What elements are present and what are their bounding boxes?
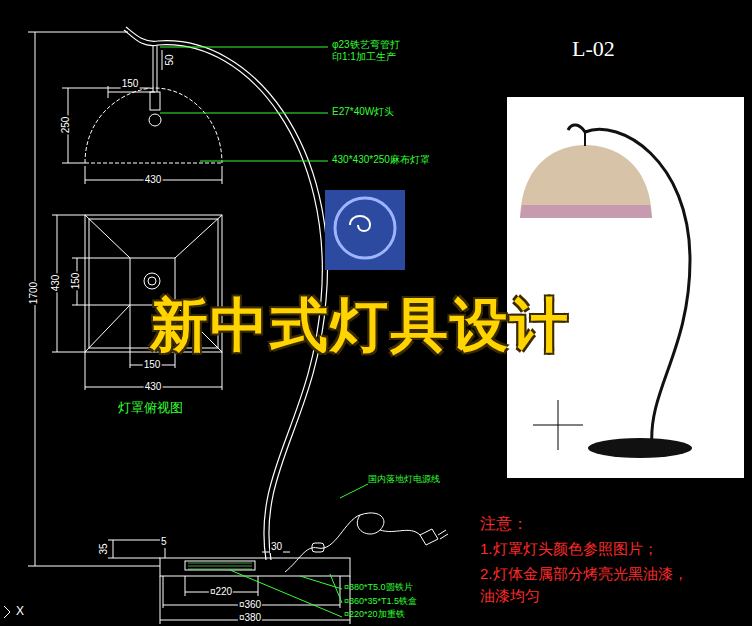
watermark: 新中式灯具设计	[150, 290, 570, 360]
callout-text: ¤220*20加重铁	[344, 609, 405, 620]
sheet-number: L-02	[572, 36, 615, 62]
dimension: 1700	[28, 281, 40, 305]
dimension: 250	[60, 116, 72, 135]
dimension: ¤220	[209, 586, 233, 598]
dimension: 35	[98, 542, 110, 555]
dimension: 430	[144, 174, 163, 186]
callout-text: 430*430*250麻布灯罩	[332, 154, 430, 166]
dimension: 150	[143, 359, 162, 371]
callout-text: 国内落地灯电源线	[368, 474, 440, 485]
dimension: ¤360	[238, 599, 262, 611]
view-title: 灯罩俯视图	[118, 400, 183, 416]
dimension: 150	[121, 78, 140, 90]
dimension: 430	[50, 274, 62, 293]
callout-text: ¤360*35*T1.5铁盒	[344, 596, 417, 607]
axis-label: X	[16, 604, 24, 618]
dimension: 150	[70, 272, 82, 291]
note-text: 2.灯体金属部分烤亮光黑油漆， 油漆均匀	[480, 563, 742, 607]
callout-text: E27*40W灯头	[332, 106, 394, 118]
note-heading: 注意：	[480, 514, 528, 533]
note-text: 1.灯罩灯头颜色参照图片；	[480, 540, 658, 558]
callout-text: φ23铁艺弯管打 印1:1加工生产	[332, 39, 424, 63]
dimension: 50	[164, 53, 176, 66]
dimension: 5	[160, 536, 168, 548]
dimension: 430	[144, 381, 163, 393]
dimension: 30	[270, 541, 283, 553]
dimension: ¤380	[238, 612, 262, 624]
callout-text: ¤380*T5.0圆铁片	[344, 582, 413, 593]
